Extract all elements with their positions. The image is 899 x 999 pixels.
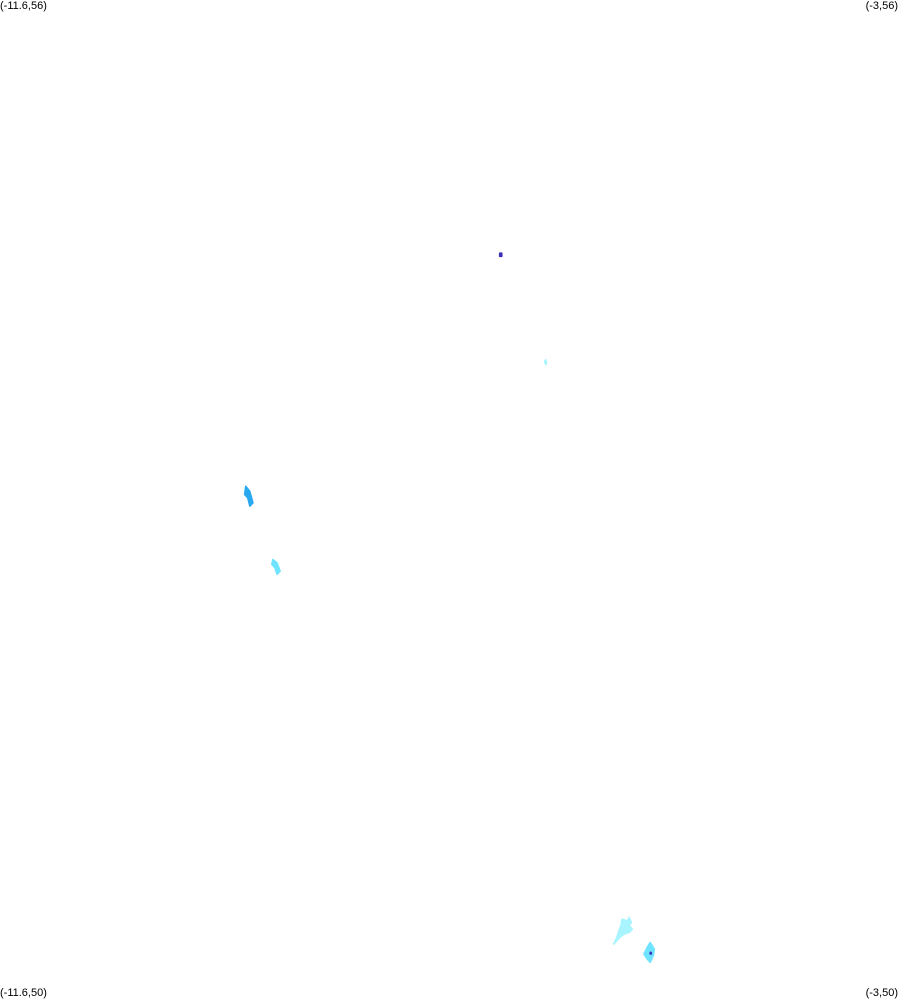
- corner-label-top-left: (-11.6,56): [0, 0, 47, 12]
- feature-patch-west-1: [243, 485, 254, 507]
- feature-cluster-southeast: [643, 941, 656, 964]
- feature-layer: [243, 252, 656, 964]
- feature-patch-west-2: [271, 558, 281, 576]
- corner-label-bottom-left: (-11.6,50): [0, 987, 47, 999]
- feature-lake-south: [612, 916, 634, 945]
- corner-label-top-right: (-3,56): [865, 0, 898, 12]
- corner-label-bottom-right: (-3,50): [865, 987, 898, 999]
- feature-dot-north: [498, 252, 503, 258]
- feature-dot-southeast: [649, 951, 653, 955]
- feature-speck-northeast: [543, 358, 548, 366]
